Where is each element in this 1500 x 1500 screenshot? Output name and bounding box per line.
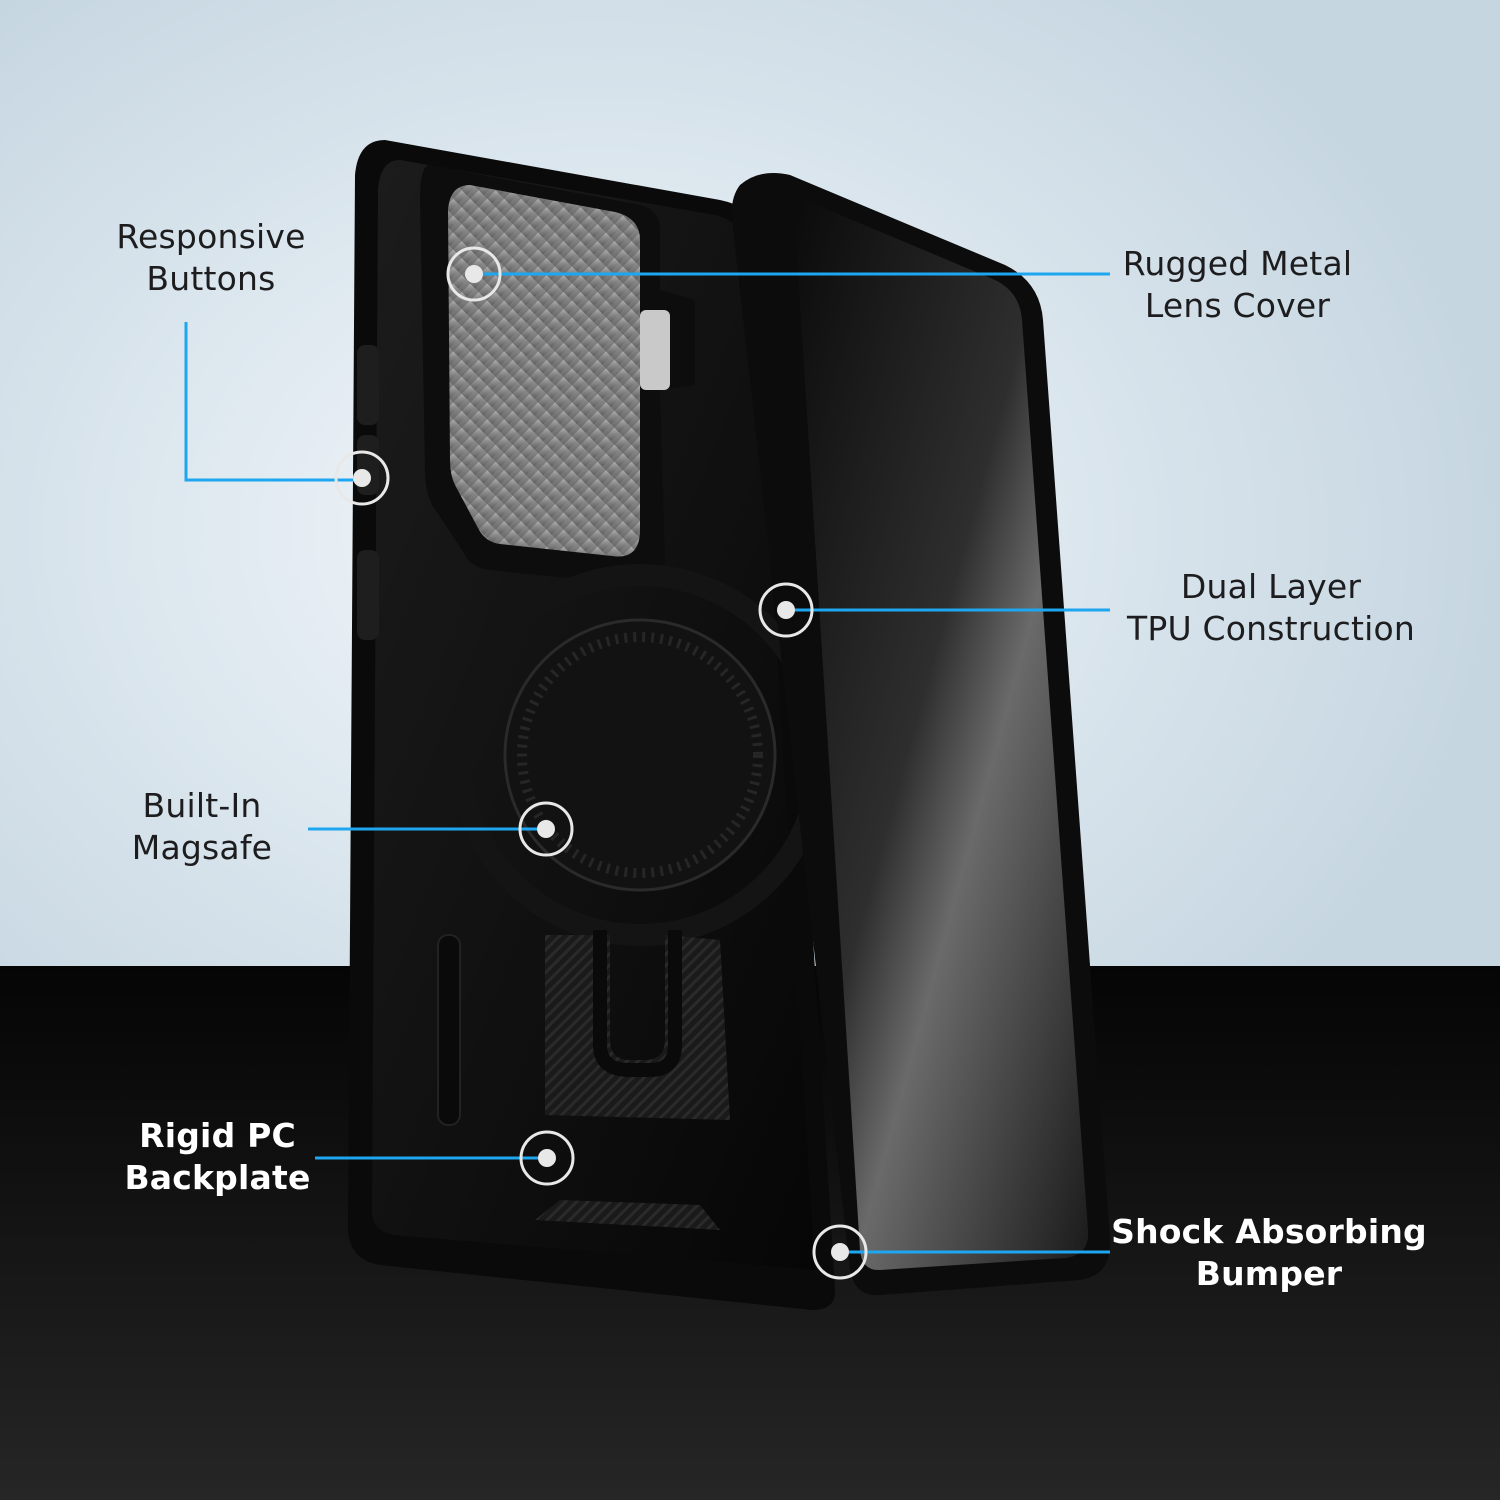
front-screen-glass	[794, 198, 1089, 1271]
magsafe-disc	[503, 618, 777, 892]
callout-lines	[184, 272, 1110, 1254]
callout-rigid-pc-backplate: Rigid PC Backplate	[120, 1115, 315, 1199]
backplate-grip-pattern	[545, 935, 730, 1120]
callout-line2: Backplate	[124, 1158, 311, 1197]
case-front-view	[731, 172, 1111, 1296]
callout-markers	[334, 246, 868, 1280]
side-grip-slot	[437, 934, 461, 1126]
callout-line1: Rugged Metal	[1122, 244, 1353, 283]
bottom-vent	[535, 1200, 720, 1230]
marker-bumper	[812, 1224, 868, 1280]
marker-responsive-buttons	[334, 450, 390, 506]
marker-lens-cover	[446, 246, 502, 302]
marker-backplate	[519, 1130, 575, 1186]
callout-line2: Magsafe	[131, 828, 273, 867]
callout-line2: Lens Cover	[1144, 286, 1331, 325]
callout-rugged-metal-lens-cover: Rugged Metal Lens Cover	[1105, 243, 1370, 327]
callout-line1: Built-In	[142, 786, 262, 825]
callout-line-responsive-buttons	[184, 322, 360, 482]
metal-lens-cover	[448, 185, 640, 557]
callout-line1: Shock Absorbing	[1111, 1212, 1427, 1251]
callout-line1: Rigid PC	[139, 1116, 296, 1155]
power-button	[357, 550, 379, 640]
callout-responsive-buttons: Responsive Buttons	[100, 216, 322, 300]
kickstand-u-frame	[593, 930, 682, 1077]
callout-built-in-magsafe: Built-In Magsafe	[118, 785, 286, 869]
marker-magsafe	[518, 801, 574, 857]
magsafe-ring-ticks	[517, 632, 763, 878]
volume-up-button	[357, 345, 379, 425]
lens-cover-hinge	[640, 310, 670, 390]
callout-shock-absorbing-bumper: Shock Absorbing Bumper	[1110, 1211, 1428, 1295]
callout-line2: TPU Construction	[1126, 609, 1416, 648]
callout-line2: Buttons	[146, 259, 276, 298]
callout-line1: Dual Layer	[1180, 567, 1362, 606]
callout-line1: Responsive	[116, 217, 306, 256]
callout-line2: Bumper	[1195, 1254, 1343, 1293]
marker-tpu	[758, 582, 814, 638]
callout-dual-layer-tpu: Dual Layer TPU Construction	[1110, 566, 1432, 650]
